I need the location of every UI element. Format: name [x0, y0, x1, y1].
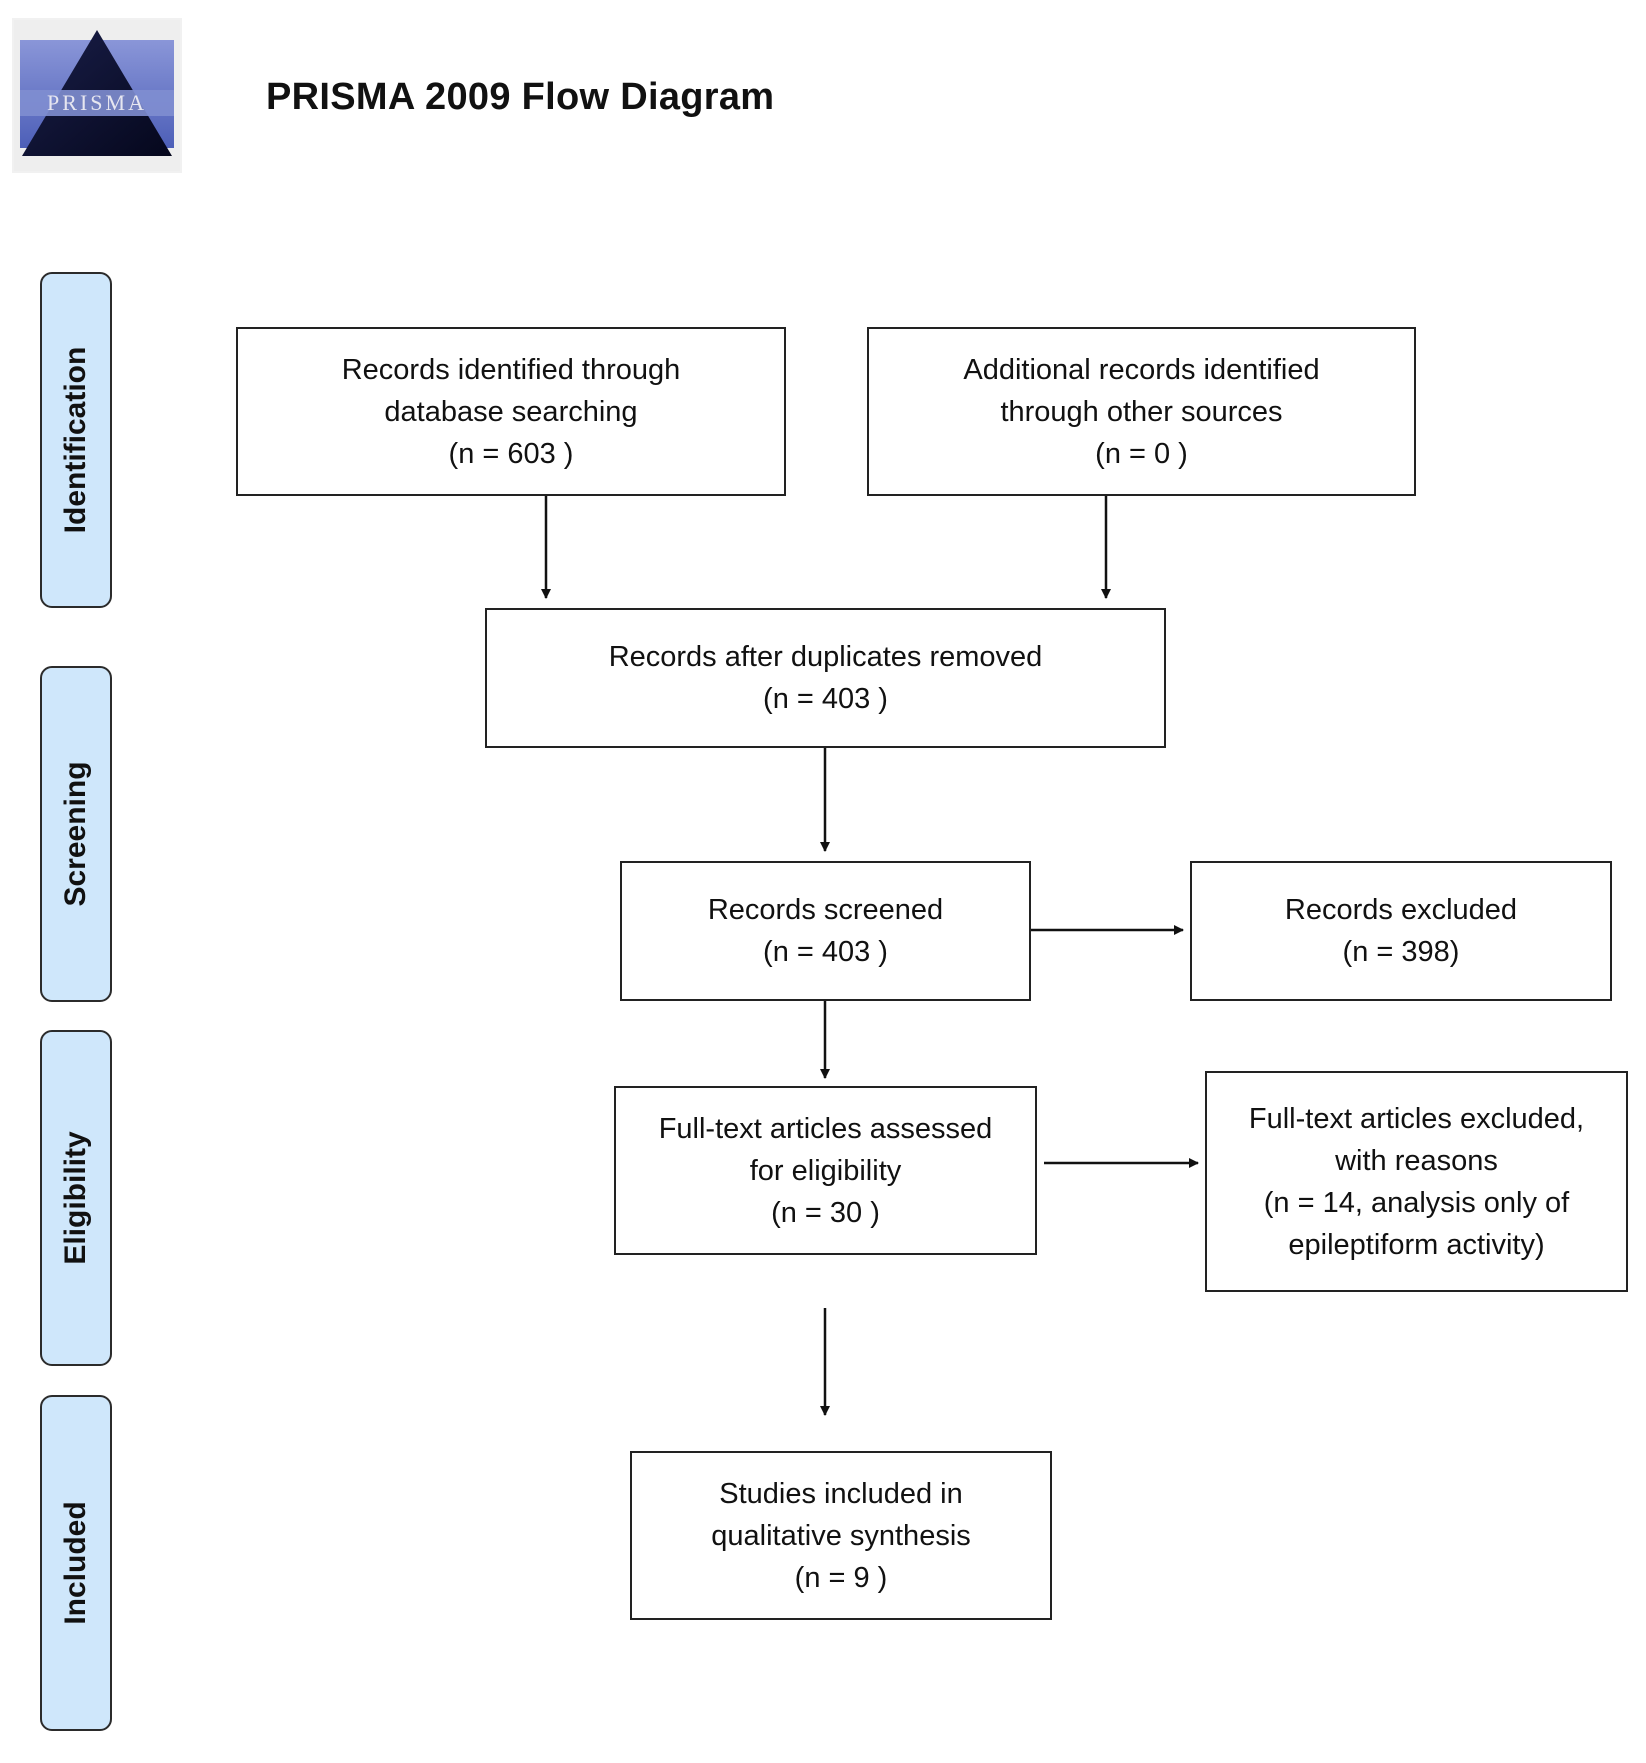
box-records-excluded: Records excluded (n = 398): [1190, 861, 1612, 1001]
prisma-logo-graphic: PRISMA: [14, 20, 180, 171]
page-title: PRISMA 2009 Flow Diagram: [266, 76, 775, 118]
box-database-records: Records identified through database sear…: [236, 327, 786, 496]
box-line: (n = 30 ): [771, 1196, 880, 1229]
box-line: (n = 403 ): [763, 936, 888, 968]
box-line: qualitative synthesis: [711, 1519, 971, 1552]
box-records-screened: Records screened (n = 403 ): [620, 861, 1031, 1001]
phase-identification: Identification: [40, 272, 112, 608]
phase-eligibility: Eligibility: [40, 1030, 112, 1366]
box-line: Full-text articles excluded,: [1248, 1102, 1585, 1135]
box-included-studies: Studies included in qualitative synthesi…: [630, 1451, 1052, 1620]
phase-screening: Screening: [40, 666, 112, 1002]
prisma-logo: PRISMA: [12, 18, 182, 173]
box-line: for eligibility: [749, 1154, 902, 1187]
box-line: epileptiform activity): [1288, 1228, 1545, 1261]
box-fulltext-assessed: Full-text articles assessed for eligibil…: [614, 1086, 1037, 1255]
box-line: Records after duplicates removed: [608, 641, 1043, 673]
box-line: Records identified through: [341, 353, 681, 386]
box-line: (n = 398): [1342, 936, 1460, 968]
box-line: (n = 603 ): [448, 437, 574, 470]
box-line: database searching: [384, 395, 638, 428]
box-fulltext-excluded: Full-text articles excluded, with reason…: [1205, 1071, 1628, 1292]
phase-included: Included: [40, 1395, 112, 1731]
box-line: Additional records identified: [963, 353, 1320, 386]
box-line: (n = 403 ): [763, 683, 888, 715]
box-line: (n = 9 ): [794, 1561, 888, 1594]
box-line: Records screened: [707, 894, 944, 926]
box-duplicates-removed: Records after duplicates removed (n = 40…: [485, 608, 1166, 748]
box-other-sources: Additional records identified through ot…: [867, 327, 1416, 496]
box-line: Full-text articles assessed: [658, 1112, 993, 1145]
box-line: (n = 14, analysis only of: [1263, 1186, 1570, 1219]
box-line: Studies included in: [719, 1477, 963, 1510]
logo-text: PRISMA: [47, 90, 147, 115]
box-line: through other sources: [1000, 395, 1283, 428]
box-line: (n = 0 ): [1095, 437, 1188, 470]
box-line: Records excluded: [1284, 894, 1518, 926]
box-line: with reasons: [1335, 1144, 1498, 1177]
